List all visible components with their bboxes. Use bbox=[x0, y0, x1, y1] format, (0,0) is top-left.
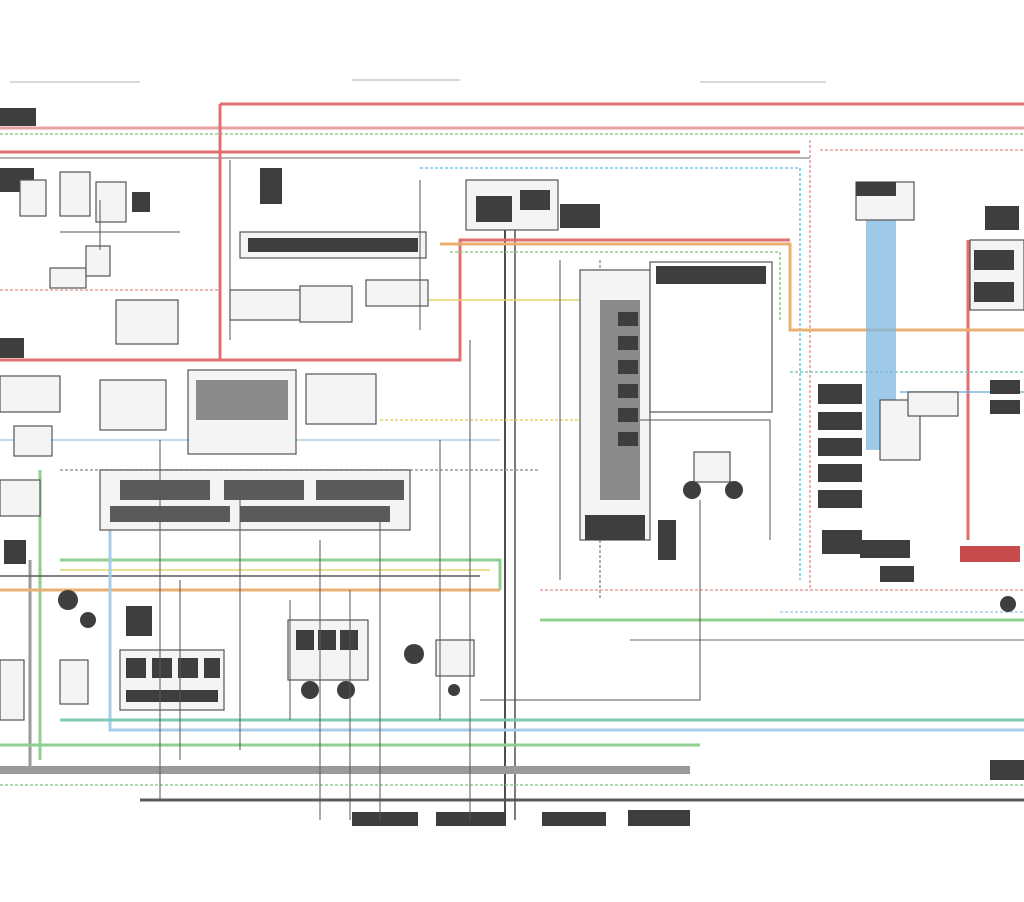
header-underlines bbox=[10, 79, 826, 83]
right-cluster bbox=[818, 181, 1024, 780]
green-low-1 bbox=[60, 558, 502, 590]
top-center-components bbox=[465, 179, 600, 231]
lower-center-relays bbox=[287, 619, 475, 699]
lightblue-low bbox=[108, 530, 1024, 732]
central-ecu-module bbox=[579, 261, 773, 541]
green-mid-bus bbox=[450, 251, 781, 320]
lower-left-sensors bbox=[58, 590, 225, 711]
left-components bbox=[0, 108, 179, 721]
bottom-connectors bbox=[352, 810, 690, 826]
right-center-components bbox=[658, 451, 743, 560]
middle-bus-group bbox=[0, 238, 1024, 471]
top-bus-group bbox=[0, 102, 1024, 169]
thin-interconnects bbox=[60, 160, 771, 820]
center-left-components bbox=[99, 168, 429, 531]
orange-mid-bus bbox=[440, 242, 1024, 332]
